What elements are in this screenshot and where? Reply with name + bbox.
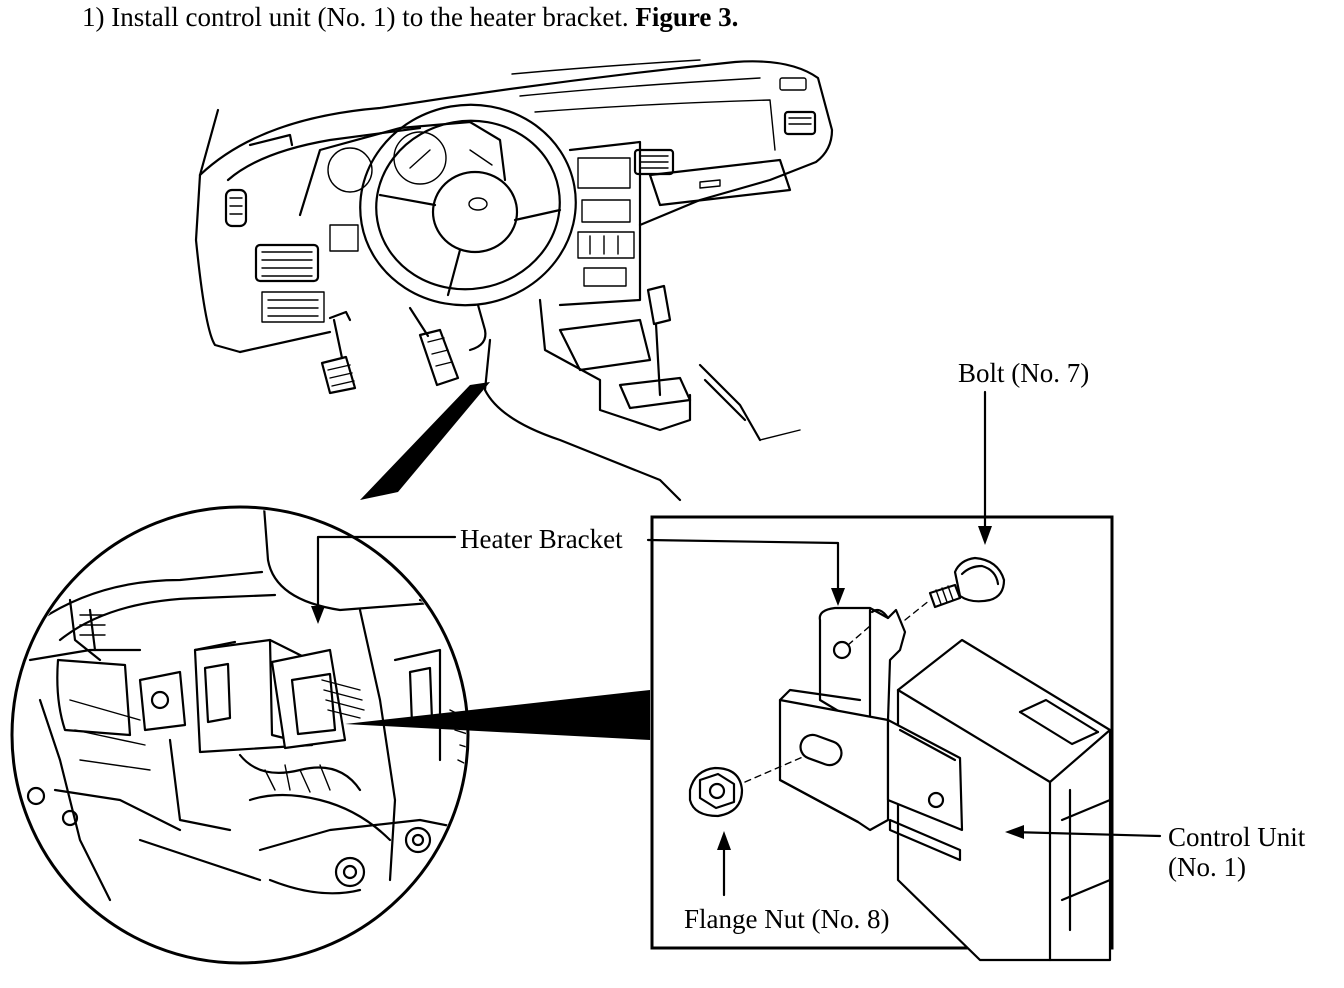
step-number: 1) [82, 2, 105, 32]
heater-bracket-label: Heater Bracket [460, 524, 623, 554]
step-text: Install control unit (No. 1) to the heat… [111, 2, 629, 32]
flange-nut-label: Flange Nut (No. 8) [684, 904, 890, 934]
magnified-view [10, 505, 650, 965]
figure-reference: Figure 3. [635, 2, 739, 32]
bolt-label: Bolt (No. 7) [958, 358, 1090, 388]
detail-box [650, 515, 1114, 962]
dashboard-drawing [194, 59, 834, 502]
control-unit-number-label: (No. 1) [1168, 852, 1246, 882]
control-unit-label: Control Unit [1168, 822, 1306, 852]
instruction-text: 1) Install control unit (No. 1) to the h… [82, 2, 738, 33]
callout-arrows [311, 390, 1162, 897]
